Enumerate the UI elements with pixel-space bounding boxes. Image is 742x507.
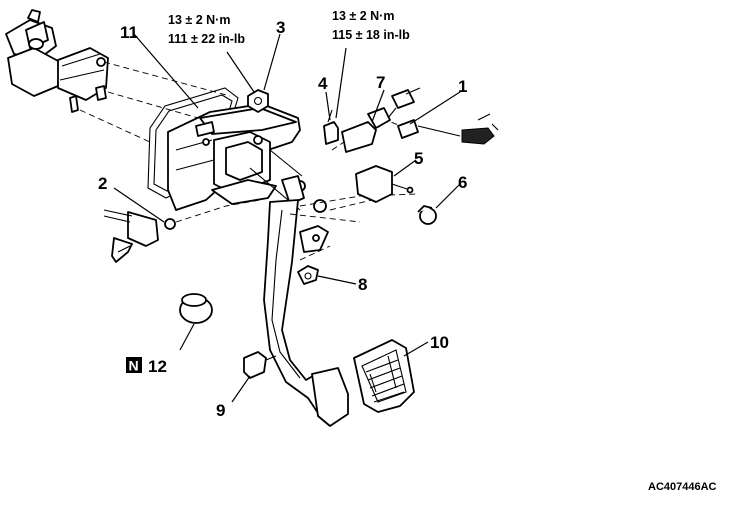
callout-6: 6	[458, 173, 467, 192]
harness-connector	[397, 113, 499, 145]
retaining-clip	[297, 265, 319, 285]
alignment-line	[289, 213, 361, 223]
nut	[247, 89, 269, 113]
leader-line-9	[231, 375, 251, 403]
figure-code: AC407446AC	[648, 481, 717, 493]
leader-line-4-torque	[335, 47, 347, 119]
torque-3-metric: 13 ± 2 N·m	[168, 13, 230, 27]
torque-4-imperial: 115 ± 18 in-lb	[332, 28, 410, 42]
callout-12: 12	[148, 357, 167, 376]
leader-line-7	[371, 89, 385, 123]
leader-line-10	[403, 341, 429, 357]
leader-line-2	[113, 187, 165, 223]
torque-3-imperial: 111 ± 22 in-lb	[168, 32, 245, 46]
leader-line-12	[179, 323, 195, 351]
leader-line-5	[393, 159, 417, 177]
alignment-line	[103, 61, 231, 97]
leader-line-11	[133, 33, 199, 109]
alignment-line	[107, 91, 206, 121]
callout-8: 8	[358, 275, 367, 294]
callout-5: 5	[414, 149, 423, 168]
master-cylinder	[5, 9, 109, 113]
callout-9: 9	[216, 401, 225, 420]
pedal-bracket	[167, 103, 327, 213]
pivot-axis-line	[299, 193, 419, 207]
leader-line-3-torque	[226, 51, 255, 93]
pedal-pad	[353, 339, 415, 413]
leader-line-6	[435, 183, 461, 209]
alignment-line	[329, 199, 373, 211]
bolt	[323, 109, 339, 145]
leader-line-4	[325, 91, 331, 121]
clevis-pin	[103, 209, 176, 263]
callout-10: 10	[430, 333, 449, 352]
alignment-line	[175, 199, 261, 223]
alignment-line	[299, 245, 331, 261]
leader-line-1	[409, 91, 461, 125]
switch-body	[355, 165, 414, 203]
callout-4: 4	[318, 74, 328, 93]
torque-4-metric: 13 ± 2 N·m	[332, 9, 394, 23]
bushing	[417, 205, 437, 225]
leader-line-3	[263, 33, 281, 91]
callout-11: 11	[120, 23, 138, 42]
callout-3: 3	[276, 18, 285, 37]
callout-1: 1	[458, 77, 467, 96]
pedal-stopper	[179, 293, 213, 324]
n-mark-box	[126, 357, 142, 373]
alignment-line	[79, 109, 151, 143]
callout-7: 7	[376, 73, 385, 92]
callout-2: 2	[98, 174, 107, 193]
clutch-switch	[341, 87, 421, 153]
pedal-stop-bumper	[243, 351, 277, 379]
n-mark-label: N	[129, 358, 139, 374]
clutch-pedal-arm	[263, 199, 349, 427]
leader-line-8	[317, 275, 357, 285]
